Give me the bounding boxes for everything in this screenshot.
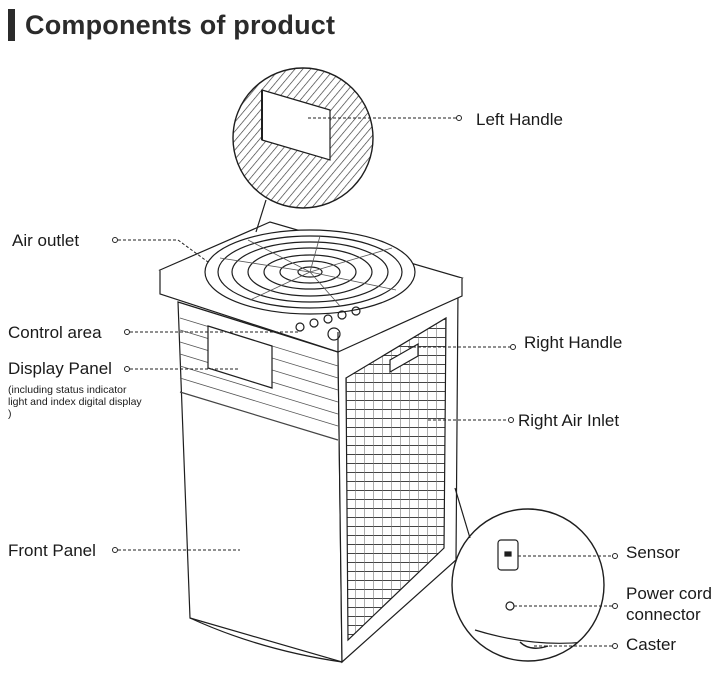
left-handle-zoom [232,67,374,233]
leader-end-dots [112,115,618,649]
sensor-shape [497,539,519,571]
label-right-air-inlet: Right Air Inlet [518,411,620,430]
control-buttons [295,306,361,341]
page-title: Components of product [25,9,336,40]
label-sensor: Sensor [626,543,680,562]
label-power-cord-line2: connector [626,605,701,624]
caster-shape [519,641,549,649]
display-window [207,325,273,389]
label-control-area: Control area [8,323,102,342]
bottom-detail-zoom [451,487,605,662]
leader-lines [118,117,612,647]
label-caster: Caster [626,635,677,654]
purifier-body [158,221,464,664]
label-right-handle: Right Handle [524,333,623,352]
label-display-panel-note: (including status indicator light and in… [8,384,142,420]
right-air-inlet-grille [345,316,447,642]
right-handle-shape [389,342,419,374]
heading-accent-bar [8,9,15,41]
label-display-panel: Display Panel [8,359,112,378]
label-left-handle: Left Handle [476,110,563,129]
label-air-outlet: Air outlet [12,231,80,250]
label-front-panel: Front Panel [8,541,96,560]
page-heading: Components of product [8,6,335,44]
label-power-cord-line1: Power cord [626,584,712,603]
